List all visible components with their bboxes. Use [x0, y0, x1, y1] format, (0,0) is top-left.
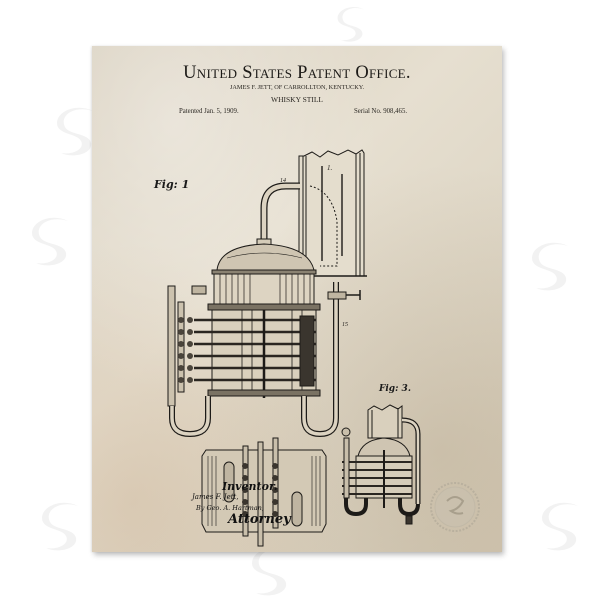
watermark-logo-icon	[252, 547, 288, 596]
watermark-logo-icon	[32, 217, 68, 266]
fig3-drawing	[341, 404, 421, 525]
watermark-logo-icon	[532, 242, 568, 291]
watermark-logo-icon	[57, 107, 93, 156]
attorney-label: Attorney	[228, 512, 291, 527]
patent-print-canvas: United States Patent Office. JAMES F. JE…	[92, 46, 502, 552]
patent-date: Patented Jan. 5, 1909.	[179, 108, 239, 115]
serial-number: Serial No. 908,465.	[354, 108, 408, 115]
watermark-logo-icon	[542, 502, 578, 551]
fig3-label: Fig: 3.	[379, 384, 411, 394]
svg-text:15: 15	[342, 322, 348, 328]
invention-title: WHISKY STILL	[270, 95, 323, 104]
svg-text:14: 14	[280, 177, 286, 184]
inventor-signature: James F. Jett,	[192, 493, 239, 501]
inventor-signature-label: Inventor.	[222, 480, 278, 493]
inventor-line: JAMES F. JETT, OF CARROLLTON, KENTUCKY.	[229, 84, 365, 91]
embossed-seal-icon	[430, 482, 480, 532]
whisky-still-drawing: 1. 14	[167, 149, 421, 547]
watermark-logo-icon	[337, 7, 364, 42]
watermark-logo-icon	[42, 502, 78, 551]
patent-office-title: United States Patent Office.	[183, 63, 411, 83]
fig1-label: Fig: 1	[154, 178, 190, 191]
svg-text:1.: 1.	[327, 164, 333, 172]
attorney-signature: By Geo. A. Hartman,	[196, 504, 264, 512]
condenser-tank: 1.	[297, 149, 367, 277]
